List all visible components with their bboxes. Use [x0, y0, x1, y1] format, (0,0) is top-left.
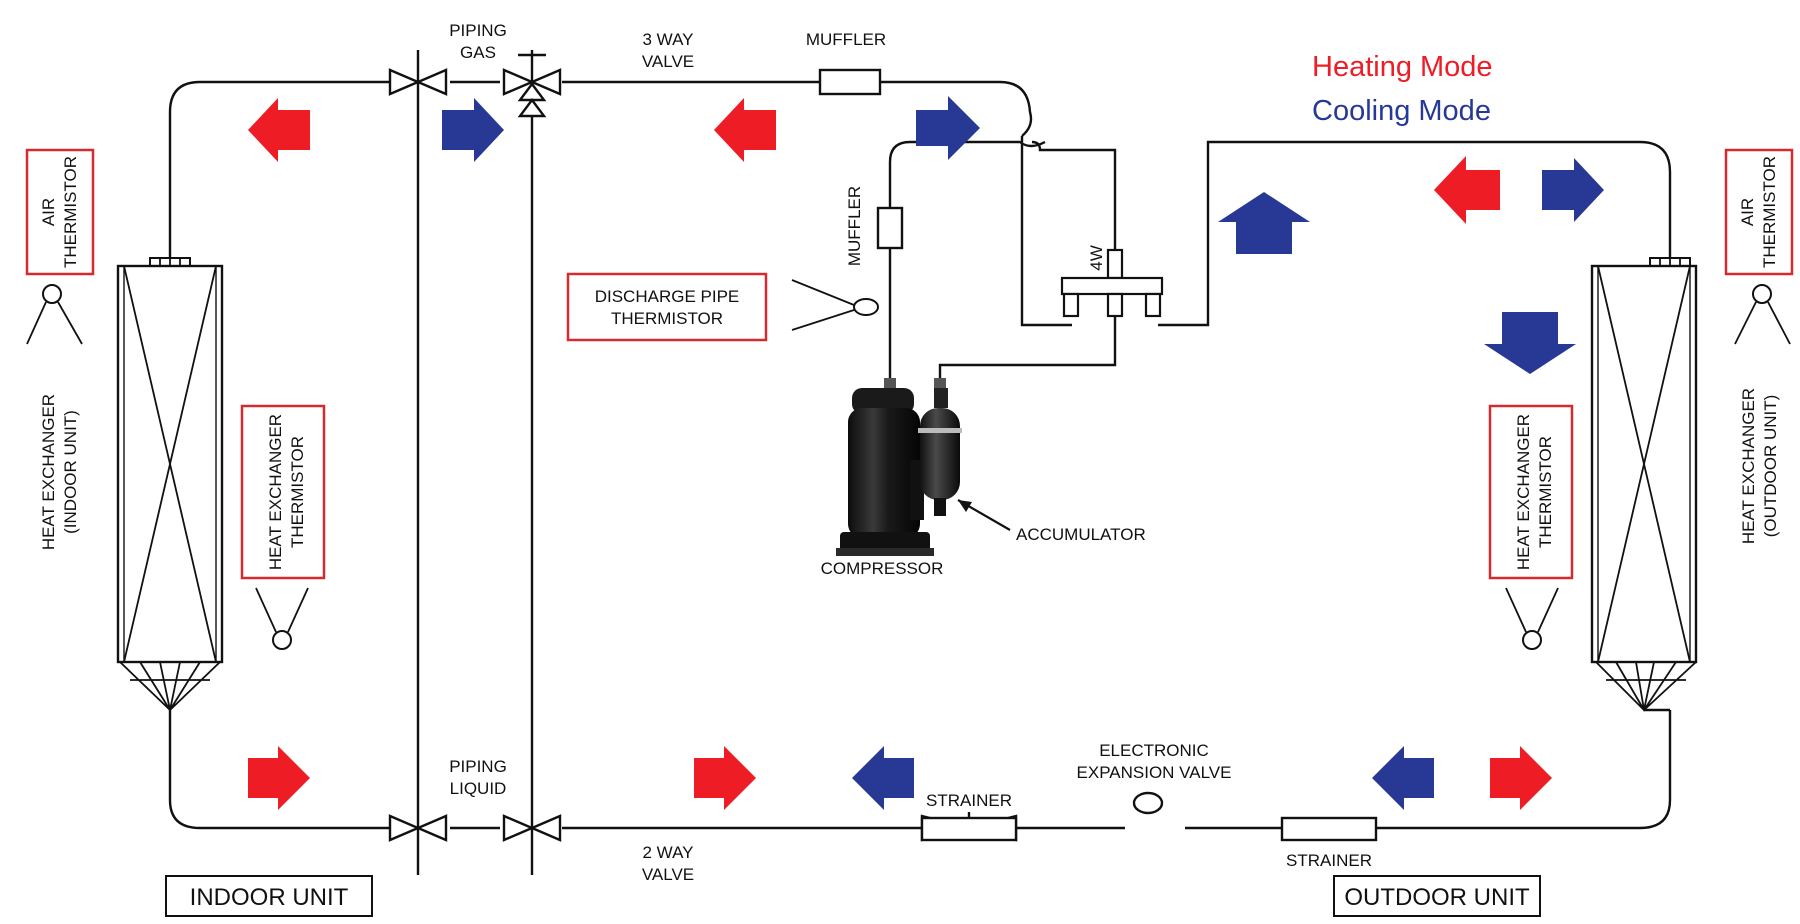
service-valve-gas-indoor	[388, 68, 448, 96]
arrow-cooling-4	[1542, 158, 1604, 222]
arrow-heating-2	[714, 98, 776, 162]
hx-outdoor-label-2: (OUTDOOR UNIT)	[1761, 395, 1780, 538]
air-thermistor-outdoor-sensor	[1734, 284, 1791, 345]
discharge-thermistor-label-2: THERMISTOR	[611, 309, 723, 328]
piping-liquid-label-2: LIQUID	[450, 779, 507, 798]
legend-cooling: Cooling Mode	[1312, 95, 1491, 127]
arrow-cooling-7	[1372, 746, 1434, 810]
two-way-valve-label-1: 2 WAY	[642, 843, 693, 862]
indoor-unit-label: INDOOR UNIT	[190, 884, 349, 911]
arrow-cooling-3	[1218, 192, 1310, 254]
air-thermistor-indoor-label-2: THERMISTOR	[61, 156, 80, 268]
two-way-valve	[502, 814, 562, 842]
discharge-thermistor-sensor	[791, 279, 879, 331]
heat-exchanger-indoor	[116, 257, 224, 712]
hx-thermistor-indoor-label-2: THERMISTOR	[288, 436, 307, 548]
arrow-heating-4	[248, 746, 310, 810]
air-thermistor-outdoor-box	[1724, 148, 1794, 276]
expansion-valve-label-2: EXPANSION VALVE	[1077, 763, 1232, 782]
arrow-cooling-2	[916, 96, 980, 160]
three-way-valve	[502, 53, 562, 118]
accumulator-label: ACCUMULATOR	[1016, 525, 1146, 544]
legend-heating: Heating Mode	[1312, 51, 1493, 83]
arrow-heating-3	[1434, 156, 1500, 224]
three-way-valve-label-1: 3 WAY	[642, 30, 693, 49]
four-way-label: 4W	[1087, 245, 1106, 271]
flow-arrows	[248, 96, 1604, 810]
piping-gas-label-1: PIPING	[449, 21, 507, 40]
strainer-right	[1280, 816, 1378, 842]
accumulator	[918, 388, 962, 516]
muffler-vertical-label: MUFFLER	[845, 186, 864, 266]
air-thermistor-indoor-sensor	[26, 284, 83, 345]
strainer-right-label: STRAINER	[1286, 851, 1372, 870]
hx-thermistor-outdoor-sensor	[1505, 587, 1559, 650]
pipes	[168, 50, 1672, 875]
outdoor-unit-label: OUTDOOR UNIT	[1344, 884, 1530, 911]
arrow-cooling-6	[852, 746, 914, 810]
compressor-label: COMPRESSOR	[821, 559, 944, 578]
two-way-valve-label-2: VALVE	[642, 865, 694, 884]
arrow-cooling-1	[442, 98, 504, 162]
hx-indoor-label-2: (INDOOR UNIT)	[61, 410, 80, 534]
muffler-top-label: MUFFLER	[806, 30, 886, 49]
air-thermistor-outdoor-label-1: AIR	[1738, 198, 1757, 226]
hx-thermistor-indoor-box	[240, 404, 326, 580]
outdoor-unit-box	[1333, 875, 1541, 917]
expansion-valve-label-1: ELECTRONIC	[1099, 741, 1209, 760]
hx-thermistor-outdoor-box	[1488, 404, 1574, 580]
air-thermistor-indoor-label-1: AIR	[39, 198, 58, 226]
heat-exchanger-outdoor	[1590, 257, 1698, 712]
piping-gas-label-2: GAS	[460, 43, 496, 62]
strainer-left-label: STRAINER	[926, 791, 1012, 810]
arrow-cooling-5	[1484, 312, 1576, 374]
air-thermistor-outdoor-label-2: THERMISTOR	[1760, 156, 1779, 268]
piping-liquid-label-1: PIPING	[449, 757, 507, 776]
air-thermistor-indoor-box	[25, 148, 95, 276]
four-way-valve	[1060, 248, 1164, 318]
hx-thermistor-indoor-label-1: HEAT EXCHANGER	[266, 414, 285, 570]
hx-thermistor-indoor-sensor	[255, 587, 309, 650]
hx-indoor-label-1: HEAT EXCHANGER	[39, 394, 58, 550]
hx-outdoor-label-1: HEAT EXCHANGER	[1739, 388, 1758, 544]
arrow-heating-6	[1490, 746, 1552, 810]
muffler-top	[818, 68, 882, 96]
arrow-heating-5	[694, 746, 756, 810]
hx-thermistor-outdoor-label-1: HEAT EXCHANGER	[1514, 414, 1533, 570]
service-valve-liquid-indoor	[388, 814, 448, 842]
compressor	[836, 378, 946, 556]
muffler-vertical	[876, 206, 904, 250]
strainer-left	[920, 816, 1018, 842]
discharge-thermistor-label-1: DISCHARGE PIPE	[595, 287, 740, 306]
discharge-thermistor-box	[566, 272, 768, 342]
hx-thermistor-outdoor-label-2: THERMISTOR	[1536, 436, 1555, 548]
indoor-unit-box	[165, 875, 373, 917]
three-way-valve-label-2: VALVE	[642, 52, 694, 71]
arrow-heating-1	[248, 98, 310, 162]
